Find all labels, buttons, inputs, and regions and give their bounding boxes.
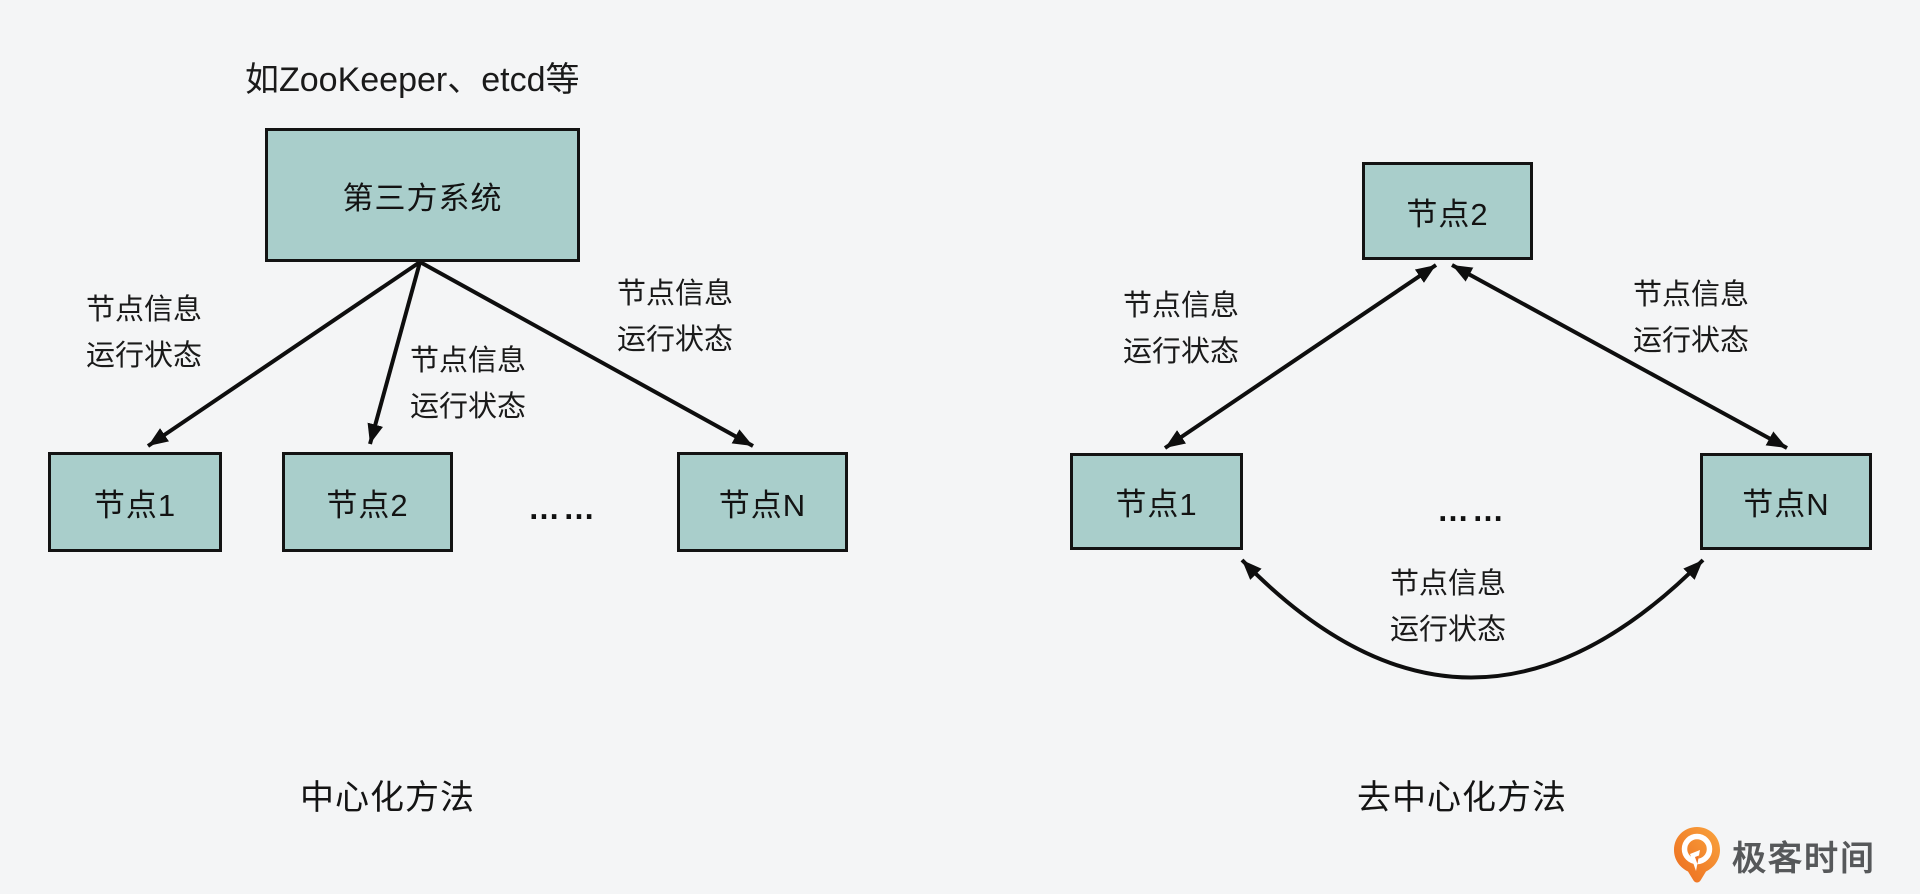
left-node1-label: 节点1 <box>93 487 177 523</box>
right-ellipsis: …… <box>1437 492 1507 528</box>
edge-label-line2: 运行状态 <box>1123 336 1240 368</box>
third-party-system-label: 第三方系统 <box>342 180 503 216</box>
arrow-node1-nodeN-curved <box>1240 558 1705 680</box>
edge-label-line1: 节点信息 <box>617 278 734 310</box>
right-nodeN-box: 节点N <box>1700 453 1872 550</box>
edge-label-line2: 运行状态 <box>86 340 203 372</box>
edge-label-line2: 运行状态 <box>617 324 734 356</box>
left-node1-box: 节点1 <box>48 452 222 552</box>
left-node2-label: 节点2 <box>326 487 409 523</box>
arrow-node1-node2 <box>1163 263 1438 450</box>
left-nodeN-box: 节点N <box>677 452 848 552</box>
right-edge-label-right: 节点信息 运行状态 <box>1633 272 1749 364</box>
third-party-system-box: 第三方系统 <box>265 128 580 262</box>
geektime-logo-text: 极客时间 <box>1732 839 1876 878</box>
right-edge-label-left: 节点信息 运行状态 <box>1123 283 1239 375</box>
arrow-thirdparty-to-node1 <box>146 260 422 448</box>
left-ellipsis: …… <box>528 490 598 526</box>
right-node1-box: 节点1 <box>1070 453 1243 550</box>
left-edge-label-nodeN: 节点信息 运行状态 <box>617 271 733 363</box>
left-edge-label-node2: 节点信息 运行状态 <box>410 338 526 430</box>
right-node2-label: 节点2 <box>1406 196 1489 232</box>
left-nodeN-label: 节点N <box>718 487 807 523</box>
edge-label-line1: 节点信息 <box>1633 279 1750 311</box>
arrow-thirdparty-to-nodeN <box>419 260 754 448</box>
right-edge-label-bottom: 节点信息 运行状态 <box>1375 561 1521 653</box>
edge-label-line2: 运行状态 <box>1633 325 1750 357</box>
geektime-logo-icon <box>1674 827 1720 883</box>
edge-label-line1: 节点信息 <box>86 294 203 326</box>
edge-label-line2: 运行状态 <box>1389 614 1506 646</box>
right-node2-box: 节点2 <box>1362 162 1533 260</box>
arrow-thirdparty-to-node2 <box>367 261 422 445</box>
edge-label-line1: 节点信息 <box>1123 290 1240 322</box>
arrow-node2-nodeN <box>1451 263 1788 450</box>
right-node1-label: 节点1 <box>1115 487 1198 522</box>
right-nodeN-label: 节点N <box>1742 487 1830 522</box>
zookeeper-etcd-annotation: 如ZooKeeper、etcd等 <box>245 61 580 99</box>
decentralized-caption: 去中心化方法 <box>1357 779 1567 817</box>
geektime-logo: 极客时间 <box>1672 826 1876 884</box>
edge-label-line1: 节点信息 <box>1389 568 1506 600</box>
centralized-caption: 中心化方法 <box>300 779 475 817</box>
left-node2-box: 节点2 <box>282 452 453 552</box>
edge-label-line1: 节点信息 <box>410 345 527 377</box>
left-edge-label-node1: 节点信息 运行状态 <box>86 287 202 379</box>
edge-label-line2: 运行状态 <box>410 391 527 423</box>
